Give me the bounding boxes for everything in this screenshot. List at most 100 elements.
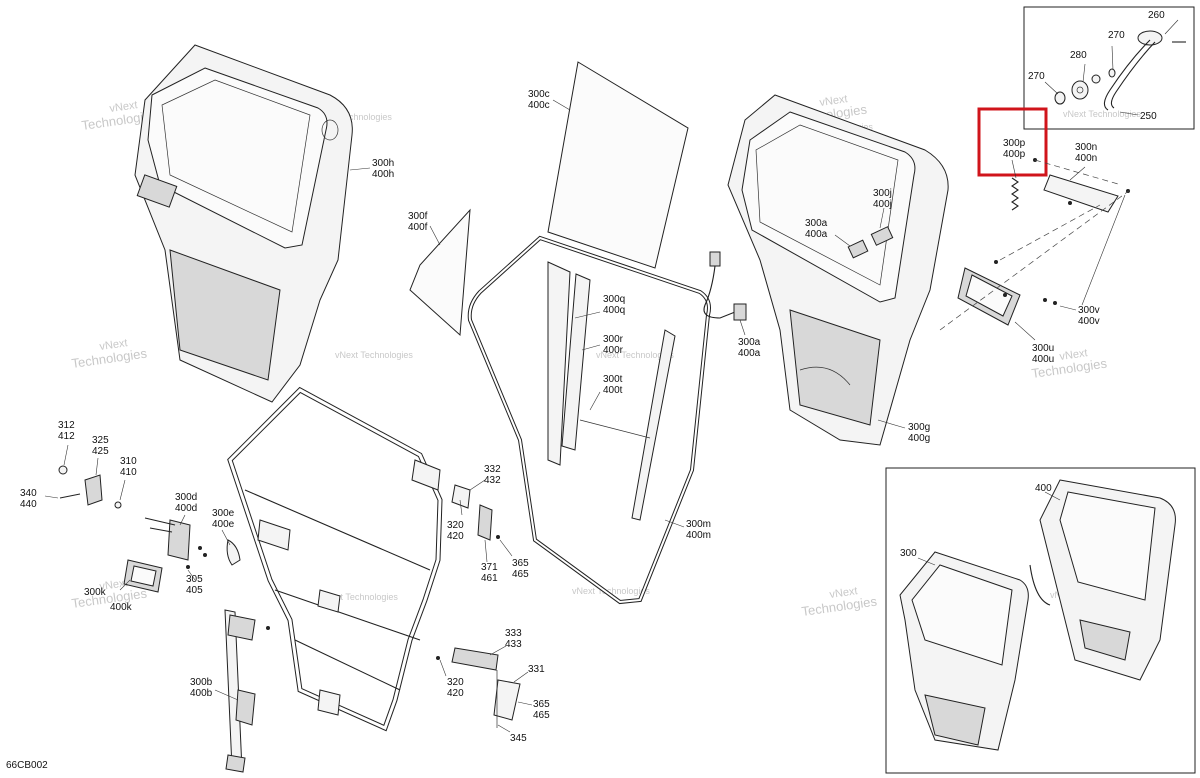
part-label: 260 (1148, 10, 1165, 21)
part-label: 440 (20, 499, 37, 510)
diagram-code: 66CB002 (6, 760, 48, 771)
part-label: 400q (603, 305, 625, 316)
wire (703, 265, 736, 319)
part-label: 300m (686, 519, 711, 530)
part-label: 420 (447, 531, 464, 542)
window-opening (147, 67, 328, 249)
hinge-plate: 300n 400n (1033, 142, 1130, 213)
part-label: 400b (190, 688, 213, 699)
part-label: 400e (212, 519, 235, 530)
frame-brackets-upper: 332 432 320 420 371 461 365 465 (447, 464, 529, 584)
part-label: 465 (512, 569, 529, 580)
part-label: 270 (1108, 30, 1125, 41)
part-label: 333 (505, 628, 522, 639)
part-label: 365 (533, 699, 550, 710)
watermark-text: vNext Technologies (335, 350, 413, 360)
part-label: 320 (447, 520, 464, 531)
window-regulator: 300b 400b (190, 609, 270, 773)
part-label: 300t (603, 374, 623, 385)
part-label: 400t (603, 385, 623, 396)
part-label: 300f (408, 211, 428, 222)
bracket-371 (477, 504, 493, 541)
part-label: 425 (92, 446, 109, 457)
part-label: 300j (873, 188, 892, 199)
part-label: 410 (120, 467, 137, 478)
part-label: 400m (686, 530, 711, 541)
channel-q (547, 261, 571, 466)
handle-cap (1137, 30, 1163, 46)
frame-crossbars (244, 489, 431, 691)
small-glass: 300f 400f (408, 208, 471, 337)
part-label: 400u (1032, 354, 1054, 365)
bracket-333 (451, 647, 499, 671)
part-label: 331 (528, 664, 545, 675)
inner-window (741, 111, 916, 303)
inner-lower-panel (789, 309, 881, 426)
watermark-text: vNext Technologies (596, 350, 674, 360)
frame-brackets-lower: 333 433 331 320 420 365 465 345 (436, 628, 550, 744)
glass-quarter (409, 208, 471, 337)
washer-hole (1076, 86, 1084, 94)
part-label: 400f (408, 222, 428, 233)
part-label: 300b (190, 677, 213, 688)
switch (870, 226, 894, 246)
part-label: 400g (908, 433, 930, 444)
part-label: 465 (533, 710, 550, 721)
part-label: 270 (1028, 71, 1045, 82)
part-label: 280 (1070, 50, 1087, 61)
part-label: 412 (58, 431, 75, 442)
part-label: 420 (447, 688, 464, 699)
channel-r (561, 273, 591, 451)
door-handle (136, 174, 178, 208)
part-label: 300g (908, 422, 930, 433)
part-label: 300e (212, 508, 235, 519)
latch-300d (167, 519, 191, 561)
assembly-inset: 400 300 (885, 467, 1196, 774)
part-label: 300a (805, 218, 828, 229)
part-label: 300c (528, 89, 550, 100)
part-label: 332 (484, 464, 501, 475)
watermark-text: vNext (819, 93, 849, 109)
part-label: 300u (1032, 343, 1054, 354)
part-label: 400j (873, 199, 892, 210)
handle-rod (1103, 39, 1151, 111)
part-label: 300a (738, 337, 761, 348)
connector (733, 303, 747, 321)
highlighted-part: 300p 400p (977, 107, 1048, 211)
part-label: 312 (58, 420, 75, 431)
watermark-text: vNext Technologies (572, 586, 650, 596)
part-label: 300 (900, 548, 917, 559)
part-label: 320 (447, 677, 464, 688)
switch-assembly: 300j 400j 300a 400a (805, 188, 894, 259)
part-label: 400h (372, 169, 394, 180)
watermark-text: vNext (99, 337, 129, 353)
regulator-motor (235, 689, 256, 726)
rod-clip (226, 539, 241, 566)
highlight-box (977, 107, 1048, 177)
washer (1054, 91, 1066, 105)
channel-t (631, 329, 676, 521)
part-label: 310 (120, 456, 137, 467)
switch (847, 239, 869, 259)
wire-harness: 300a 400a (703, 251, 761, 359)
inset-frame (885, 467, 1196, 774)
part-label: 365 (512, 558, 529, 569)
door-frame (227, 386, 443, 732)
interior-handle: 300v 400v 300u 400u (939, 189, 1131, 365)
plate (1043, 174, 1119, 213)
part-label: 461 (481, 573, 498, 584)
part-label: 400r (603, 345, 624, 356)
part-label: 371 (481, 562, 498, 573)
part-label: 400n (1075, 153, 1097, 164)
part-label: 300q (603, 294, 625, 305)
part-label: 300k (84, 587, 107, 598)
spacer (1108, 68, 1116, 78)
watermark-text: vNext Technologies (320, 592, 398, 602)
part-label: 400a (738, 348, 761, 359)
striker (84, 474, 103, 506)
nut (1091, 74, 1101, 84)
handle-rod (1110, 41, 1156, 109)
part-label: 325 (92, 435, 109, 446)
part-label: 400p (1003, 149, 1026, 160)
part-label: 432 (484, 475, 501, 486)
